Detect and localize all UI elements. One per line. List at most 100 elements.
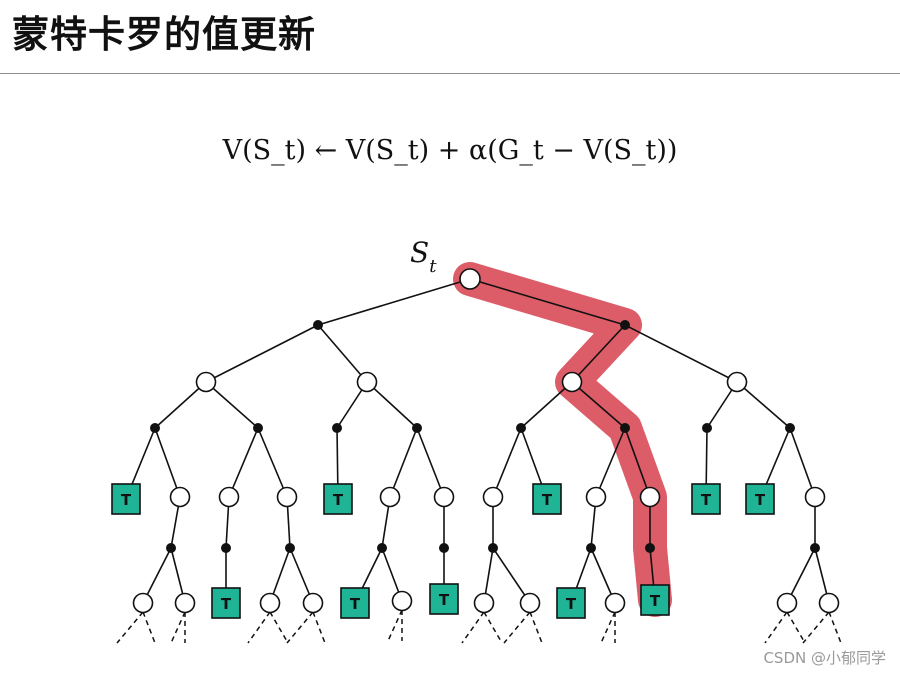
root-state-label: St	[410, 236, 437, 277]
terminal-box	[640, 584, 670, 616]
terminal-box	[429, 583, 459, 615]
terminal-box	[556, 587, 586, 619]
terminal-label: T	[439, 591, 450, 609]
tree-edge	[469, 278, 626, 326]
action-node	[620, 423, 630, 433]
action-node	[221, 543, 231, 553]
state-node	[639, 486, 661, 508]
action-node	[702, 423, 712, 433]
state-node	[776, 592, 798, 614]
action-node	[285, 543, 295, 553]
terminal-label: T	[221, 595, 232, 613]
continuation-edge	[170, 611, 186, 644]
action-node	[166, 543, 176, 553]
continuation-edge	[116, 611, 144, 644]
terminal-node: T	[211, 587, 241, 619]
terminal-box	[323, 483, 353, 515]
tree-edge	[736, 381, 791, 429]
terminal-box	[532, 483, 562, 515]
tree-edge	[571, 324, 626, 383]
node-layer: T T T T T T T T T T	[111, 268, 840, 619]
action-node	[377, 543, 387, 553]
tree-edge	[416, 427, 445, 498]
action-node	[785, 423, 795, 433]
action-node	[810, 543, 820, 553]
action-node	[488, 543, 498, 553]
state-node	[561, 371, 583, 393]
terminal-node: T	[745, 483, 775, 515]
terminal-label: T	[542, 491, 553, 509]
terminal-node: T	[640, 584, 670, 616]
terminal-label: T	[701, 491, 712, 509]
state-node	[356, 371, 378, 393]
root-state-node	[459, 268, 481, 290]
action-node	[412, 423, 422, 433]
state-node	[302, 592, 324, 614]
continuation-edge	[312, 611, 326, 644]
terminal-node: T	[532, 483, 562, 515]
state-node	[276, 486, 298, 508]
continuation-edge	[529, 611, 543, 644]
formula-text: V(S_t) ← V(S_t) + α(G_t − V(S_t))	[222, 135, 678, 166]
terminal-node: T	[340, 587, 370, 619]
terminal-label: T	[650, 592, 661, 610]
state-node	[585, 486, 607, 508]
tree-edge	[154, 427, 181, 498]
state-node	[804, 486, 826, 508]
action-node	[313, 320, 323, 330]
tree-edge	[205, 324, 319, 383]
action-node	[516, 423, 526, 433]
terminal-node: T	[323, 483, 353, 515]
tree-edge	[595, 427, 626, 498]
terminal-box	[745, 483, 775, 515]
state-node	[433, 486, 455, 508]
tree-edge	[624, 324, 738, 383]
tree-edge	[257, 427, 288, 498]
continuation-edge	[786, 611, 806, 644]
state-node	[174, 592, 196, 614]
tree-edge	[789, 427, 816, 498]
tree-edge	[571, 381, 626, 429]
terminal-box	[211, 587, 241, 619]
state-node	[818, 592, 840, 614]
terminal-node: T	[691, 483, 721, 515]
tree-edge	[154, 381, 207, 429]
watermark: CSDN @小郁同学	[763, 649, 886, 667]
tree-edge	[205, 381, 259, 429]
tree-edge	[228, 427, 259, 498]
state-node	[379, 486, 401, 508]
tree-edge	[317, 278, 471, 326]
continuation-edge	[483, 611, 503, 644]
state-node	[169, 486, 191, 508]
edge-layer	[116, 278, 842, 644]
action-node	[620, 320, 630, 330]
action-node	[253, 423, 263, 433]
continuation-edge	[461, 611, 485, 644]
terminal-node: T	[429, 583, 459, 615]
state-node	[132, 592, 154, 614]
terminal-label: T	[333, 491, 344, 509]
terminal-label: T	[755, 491, 766, 509]
action-node	[332, 423, 342, 433]
title-divider	[0, 73, 900, 74]
tree-edge	[492, 547, 531, 604]
continuation-edge	[802, 611, 830, 644]
continuation-edge	[286, 611, 314, 644]
terminal-node: T	[556, 587, 586, 619]
root-state-label-main: S	[410, 236, 429, 269]
tree-edge	[317, 324, 368, 383]
continuation-edge	[269, 611, 289, 644]
terminal-box	[691, 483, 721, 515]
mc-update-formula: V(S_t) ← V(S_t) + α(G_t − V(S_t))	[0, 135, 900, 166]
tree-edge	[366, 381, 418, 429]
root-state-label-subscript: t	[429, 256, 437, 277]
state-node	[391, 590, 413, 612]
tree-edge	[520, 381, 573, 429]
state-node	[218, 486, 240, 508]
terminal-node: T	[111, 483, 141, 515]
continuation-edge	[387, 609, 403, 642]
terminal-label: T	[566, 595, 577, 613]
continuation-edge	[142, 611, 156, 644]
slide-title: 蒙特卡罗的值更新	[12, 13, 316, 56]
